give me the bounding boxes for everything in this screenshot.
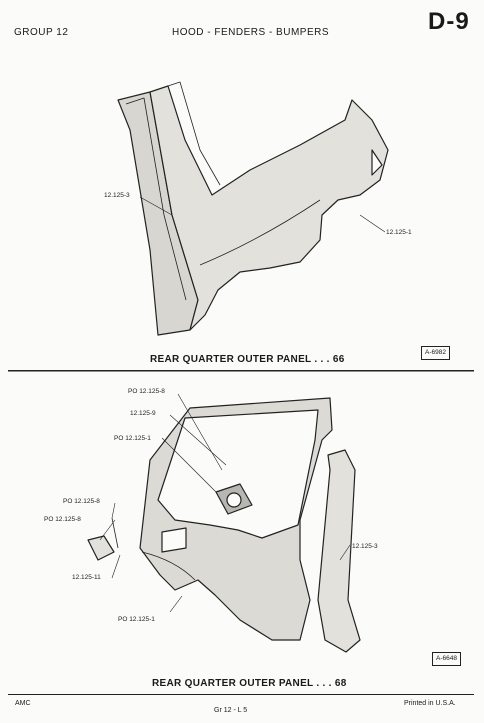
figure1-ref: A-6982 (421, 346, 450, 360)
callout-po-12-125-8-lower: PO 12.125-8 (44, 516, 81, 523)
callout-po-12-125-8-top: PO 12.125-8 (128, 388, 165, 395)
figure1-caption: REAR QUARTER OUTER PANEL . . . 66 (150, 354, 345, 365)
page-title: HOOD - FENDERS - BUMPERS (172, 27, 330, 38)
callout-12-125-1: 12.125-1 (386, 229, 412, 236)
callout-12-125-9: 12.125-9 (130, 410, 156, 417)
page-id: D-9 (428, 8, 470, 35)
footer-center: Gr 12 - L 5 (214, 707, 248, 714)
figure2-caption: REAR QUARTER OUTER PANEL . . . 68 (152, 678, 347, 689)
callout-12-125-11: 12.125-11 (72, 574, 101, 581)
group-label: GROUP 12 (14, 27, 69, 38)
callout-po-12-125-8-mid: PO 12.125-8 (63, 498, 100, 505)
footer-right: Printed in U.S.A. (404, 700, 456, 707)
callout-po-12-125-1-upper: PO 12.125-1 (114, 435, 151, 442)
callout-12-125-3-lower: 12.125-3 (352, 543, 378, 550)
footer-left: AMC (15, 700, 31, 707)
figure2-ref: A-6648 (432, 652, 461, 666)
callout-po-12-125-1-lower: PO 12.125-1 (118, 616, 155, 623)
callout-12-125-3: 12.125-3 (104, 192, 130, 199)
